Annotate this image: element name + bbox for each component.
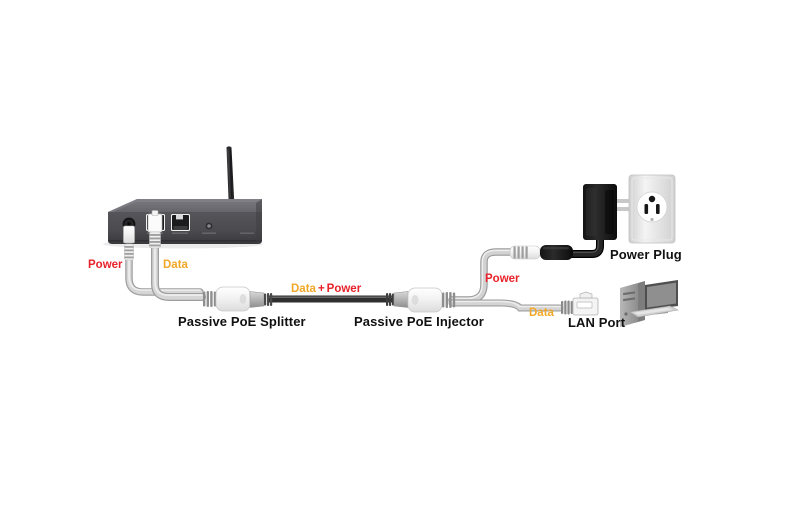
injector-left-strain-relief [386, 293, 395, 306]
label-data-lan: Data [529, 307, 554, 319]
rj45-plug-lan-icon [561, 291, 599, 316]
label-power-plug: Power Plug [610, 247, 682, 262]
label-plus-segment: + [317, 283, 325, 295]
cable-data-lan [448, 299, 564, 312]
poe-splitter-icon [203, 286, 273, 312]
desktop-computer-icon [620, 280, 679, 327]
reset-button-icon [202, 222, 216, 234]
label-power-router: Power [88, 259, 123, 271]
label-data-segment: Data [291, 283, 316, 295]
label-passive-poe-splitter: Passive PoE Splitter [178, 314, 306, 329]
injector-right-strain-relief [442, 292, 456, 308]
splitter-left-strain-relief [203, 291, 217, 307]
label-power-injector: Power [485, 273, 520, 285]
label-passive-poe-injector: Passive PoE Injector [354, 314, 484, 329]
poe-injector-icon [386, 287, 456, 313]
label-data-plus-power: Data+Power [291, 283, 361, 295]
power-adapter-icon [509, 245, 573, 260]
cable-adapter-to-plug [568, 232, 604, 258]
label-lan-port: LAN Port [568, 315, 626, 330]
splitter-right-strain-relief [264, 293, 273, 306]
wall-wart-body [583, 184, 632, 240]
wall-outlet-icon [628, 174, 676, 244]
cable-power-adapter [448, 248, 516, 304]
cable-data-power-trunk [268, 295, 400, 303]
cable-power-router [125, 239, 204, 296]
rj45-port-icon [171, 214, 190, 231]
rj45-plug-icon [147, 210, 163, 249]
cable-data-router [151, 242, 206, 301]
dc-plug-connector [123, 225, 135, 261]
label-data-router: Data [163, 259, 188, 271]
label-power-segment: Power [326, 283, 362, 295]
